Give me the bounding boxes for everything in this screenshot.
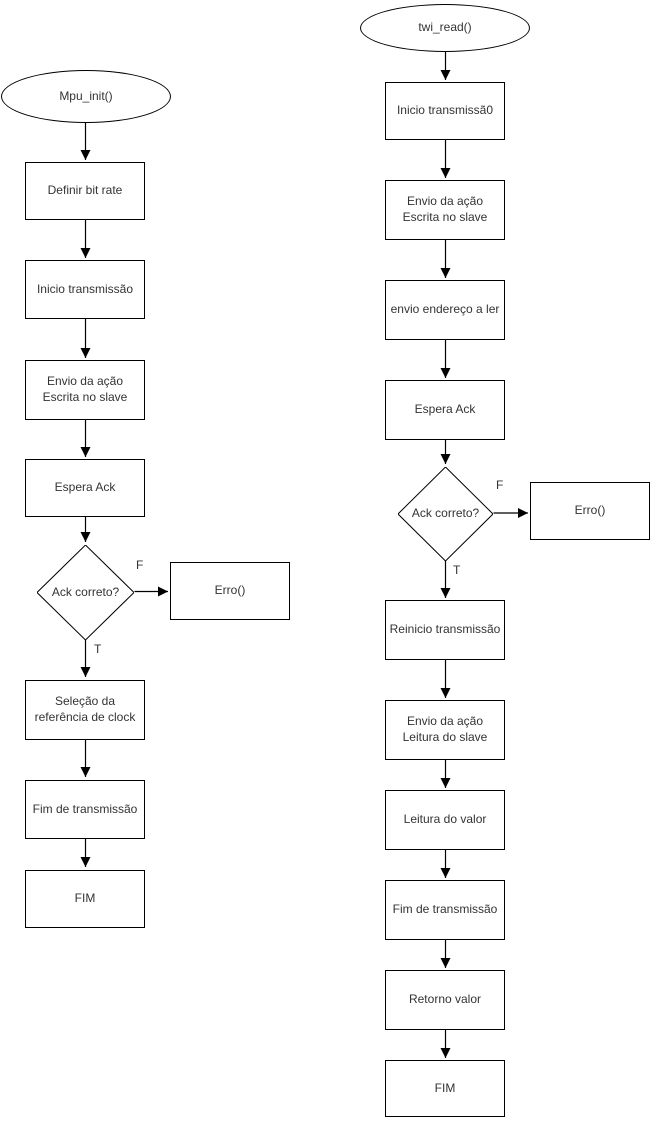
process-selecao-referencia-clock: Seleção da referência de clock [25,680,145,740]
diamond-shape [37,545,134,640]
branch-label-false: F [496,478,504,492]
process-espera-ack: Espera Ack [385,380,505,440]
process-leitura-valor: Leitura do valor [385,790,505,850]
decision-label: Ack correto? [51,584,120,599]
process-reinicio-transmissao: Reinicio transmissão [385,600,505,660]
terminator-fim: FIM [385,1060,505,1117]
decision-ack-correto: Ack correto? [398,467,493,561]
start-terminator: twi_read() [360,4,530,52]
process-envio-acao-escrita: Envio da ação Escrita no slave [25,360,145,420]
process-envio-endereco-ler: envio endereço a ler [385,280,505,340]
process-envio-acao-leitura: Envio da ação Leitura do slave [385,700,505,760]
process-inicio-transmissao: Inicio transmissã0 [385,82,505,140]
process-erro: Erro() [170,562,290,620]
decision-ack-correto: Ack correto? [37,545,134,640]
terminator-fim: FIM [25,870,145,928]
branch-label-false: F [136,558,144,572]
diamond-shape [398,467,493,561]
branch-label-true: T [453,563,461,577]
process-fim-transmissao: Fim de transmissão [385,880,505,940]
start-terminator: Mpu_init() [1,70,171,123]
decision-label: Ack correto? [411,506,480,521]
process-espera-ack: Espera Ack [25,459,145,517]
process-definir-bit-rate: Definir bit rate [25,162,145,220]
branch-label-true: T [94,642,102,656]
process-envio-acao-escrita: Envio da ação Escrita no slave [385,180,505,240]
process-inicio-transmissao: Inicio transmissão [25,260,145,319]
process-retorno-valor: Retorno valor [385,970,505,1030]
process-fim-transmissao: Fim de transmissão [25,780,145,839]
process-erro: Erro() [530,482,650,540]
